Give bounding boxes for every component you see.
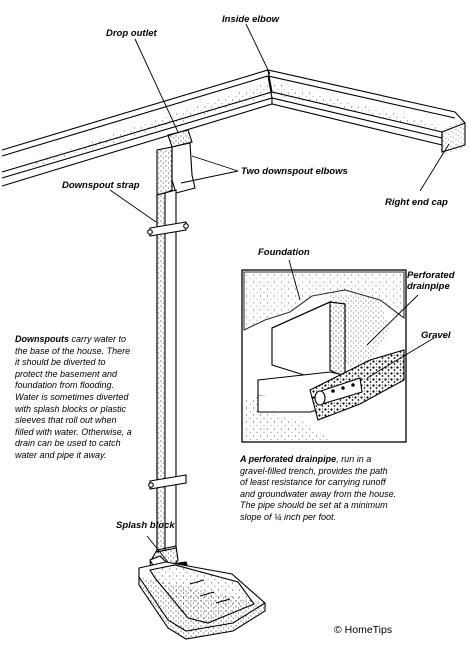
- leader-lines: [109, 23, 450, 563]
- drop-outlet-label: Drop outlet: [106, 28, 157, 39]
- drainpipe-note-term: A perforated drainpipe: [240, 454, 337, 464]
- perforated-drainpipe-label: Perforated drainpipe: [407, 270, 455, 292]
- drainpipe-note: A perforated drainpipe, run in a gravel-…: [240, 454, 430, 524]
- right-end-cap-label: Right end cap: [385, 197, 448, 208]
- splash-block: [138, 561, 266, 640]
- drainpipe-note-text: , run in a gravel-filled trench, provide…: [240, 454, 397, 522]
- foundation-label: Foundation: [258, 247, 310, 258]
- gravel-label: Gravel: [421, 330, 451, 341]
- foundation-detail: [241, 269, 407, 443]
- downspout-strap-label: Downspout strap: [62, 180, 140, 191]
- downspouts-note-term: Downspouts: [15, 334, 69, 344]
- gutter: [1, 69, 466, 187]
- downspouts-note: Downspouts carry water to the base of th…: [15, 334, 155, 462]
- inside-elbow-label: Inside elbow: [222, 14, 280, 25]
- two-downspout-elbows-label: Two downspout elbows: [241, 166, 348, 177]
- downspouts-note-text: carry water to the base of the house. Th…: [15, 334, 132, 460]
- splash-block-label: Splash block: [116, 520, 175, 531]
- copyright-notice: © HomeTips: [334, 624, 393, 636]
- downspout: [147, 129, 196, 579]
